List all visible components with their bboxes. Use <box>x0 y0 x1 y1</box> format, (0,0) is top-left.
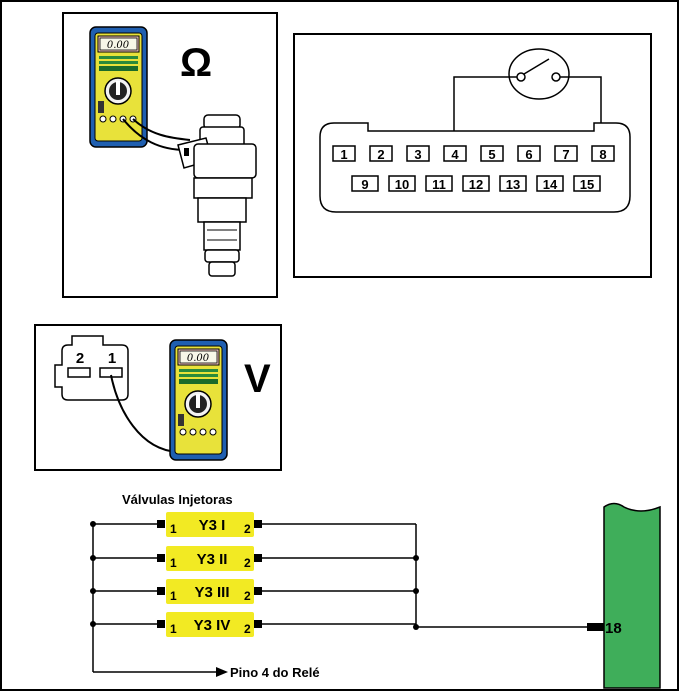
wiring-schematic: Válvulas Injetoras 1 Y3 I 2 1 Y3 II 2 1 Y3 III 2… <box>90 492 661 689</box>
junction-dot <box>90 521 96 527</box>
probe-wire <box>132 118 191 141</box>
wire <box>453 76 517 146</box>
injectors-title: Válvulas Injetoras <box>122 492 233 507</box>
ecu-module <box>603 502 661 689</box>
connector-pin-row-bottom: 9 10 11 12 13 14 15 <box>351 175 601 192</box>
injector-pin-left: 1 <box>170 556 177 570</box>
connector-pin-label: 7 <box>562 147 569 162</box>
junction-dot <box>90 555 96 561</box>
fuel-injector-icon <box>177 114 257 277</box>
connector-pin: 9 <box>351 175 379 192</box>
connector-pin-label: 14 <box>543 177 558 192</box>
injector-pin-right: 2 <box>244 622 251 636</box>
injector-body <box>166 612 254 637</box>
terminal <box>254 554 262 562</box>
ecu-connector <box>319 122 631 213</box>
multimeter-icon: 0.00 <box>89 26 148 148</box>
injector-name: Y3 I <box>199 517 226 534</box>
injector-list: 1 Y3 I 2 1 Y3 II 2 1 Y3 III 2 1 Y3 IV 2 <box>90 512 419 637</box>
connector-pin-label: 10 <box>395 177 409 192</box>
injector-pin-right: 2 <box>244 522 251 536</box>
connector-pin-label: 2 <box>377 147 384 162</box>
connector-pin: 11 <box>425 175 453 192</box>
injector-row: 1 Y3 III 2 <box>90 579 419 604</box>
relay-label: Pino 4 do Relé <box>230 665 320 680</box>
connector-pin-label: 11 <box>432 177 446 192</box>
connector-pin-label: 5 <box>488 147 495 162</box>
injector-row: 1 Y3 II 2 <box>90 546 419 571</box>
injector-body <box>166 512 254 537</box>
ecu-pin-label: 18 <box>605 620 622 637</box>
multimeter-icon: 0.00 <box>169 339 228 461</box>
terminal <box>254 587 262 595</box>
connector-pin-label: 15 <box>580 177 594 192</box>
voltage-test-panel: 2 1 0.00 V <box>34 324 282 471</box>
connector-pin: 6 <box>517 145 541 162</box>
connector-pin-label: 8 <box>599 147 606 162</box>
connector-pin: 8 <box>591 145 615 162</box>
junction-dot <box>90 621 96 627</box>
connector-pin: 15 <box>573 175 601 192</box>
connector-pin: 1 <box>332 145 356 162</box>
terminal <box>254 620 262 628</box>
connector-pin: 5 <box>480 145 504 162</box>
injector-pin-left: 1 <box>170 589 177 603</box>
connector-pin-label: 9 <box>361 177 368 192</box>
connector-pin-label: 13 <box>506 177 520 192</box>
terminal <box>157 587 165 595</box>
junction-dot <box>413 555 419 561</box>
ohm-symbol: Ω <box>180 41 212 85</box>
switch-icon <box>508 48 570 100</box>
meter-display: 0.00 <box>187 353 210 364</box>
injector-plug-icon: 2 1 <box>54 335 129 401</box>
connector-pin: 4 <box>443 145 467 162</box>
injector-pin-right: 2 <box>244 589 251 603</box>
junction-dot <box>90 588 96 594</box>
connector-pin: 3 <box>406 145 430 162</box>
plug-pin-label: 1 <box>108 350 116 367</box>
connector-pin-label: 1 <box>340 147 347 162</box>
meter-display: 0.00 <box>107 40 130 51</box>
injector-body <box>166 546 254 571</box>
injector-body <box>166 579 254 604</box>
injector-row: 1 Y3 IV 2 <box>90 612 419 637</box>
connector-pin: 10 <box>388 175 416 192</box>
probe-wire <box>110 374 179 453</box>
terminal <box>254 520 262 528</box>
terminal <box>157 620 165 628</box>
connector-pin-row-top: 1 2 3 4 5 6 7 8 <box>332 145 615 162</box>
resistance-test-panel: 0.00 Ω <box>62 12 278 298</box>
injector-row: 1 Y3 I 2 <box>90 512 416 537</box>
arrow-icon <box>216 667 228 677</box>
injector-name: Y3 III <box>194 584 229 601</box>
injector-pin-left: 1 <box>170 622 177 636</box>
connector-pin-label: 12 <box>469 177 483 192</box>
injector-pin-right: 2 <box>244 556 251 570</box>
injector-pin-left: 1 <box>170 522 177 536</box>
connector-pin: 14 <box>536 175 564 192</box>
connector-pin: 12 <box>462 175 490 192</box>
volt-symbol: V <box>244 357 271 401</box>
terminal <box>157 554 165 562</box>
connector-pin: 13 <box>499 175 527 192</box>
injector-name: Y3 IV <box>194 617 231 634</box>
connector-pin-label: 6 <box>525 147 532 162</box>
connector-pin-label: 4 <box>451 147 459 162</box>
terminal <box>157 520 165 528</box>
connector-pin: 7 <box>554 145 578 162</box>
connector-pin: 2 <box>369 145 393 162</box>
junction-dot <box>413 588 419 594</box>
plug-pin-label: 2 <box>76 350 84 367</box>
ecu-pin-terminal <box>587 623 604 631</box>
injector-name: Y3 II <box>197 551 228 568</box>
connector-pin-label: 3 <box>414 147 421 162</box>
